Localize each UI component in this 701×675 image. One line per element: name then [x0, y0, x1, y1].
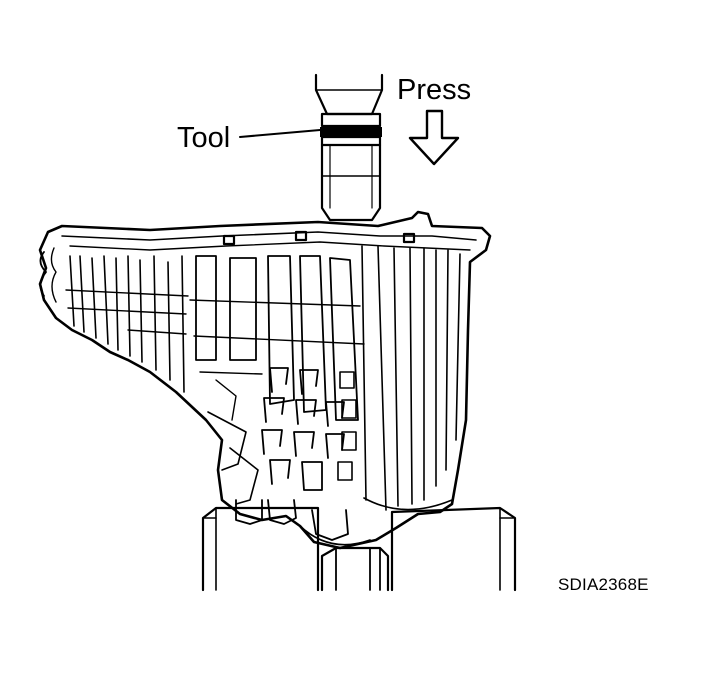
press-label: Press	[397, 74, 472, 106]
tool-label: Tool	[177, 122, 231, 154]
support-blocks	[201, 506, 517, 592]
arrow-down-outline-icon	[408, 109, 460, 166]
press-tool	[314, 73, 384, 222]
figure-code-label: SDIA2368E	[558, 575, 649, 594]
tool-collar-band	[320, 127, 382, 137]
transmission-case	[38, 210, 492, 550]
output-shaft	[320, 546, 390, 592]
tool-leader-line	[239, 129, 321, 138]
